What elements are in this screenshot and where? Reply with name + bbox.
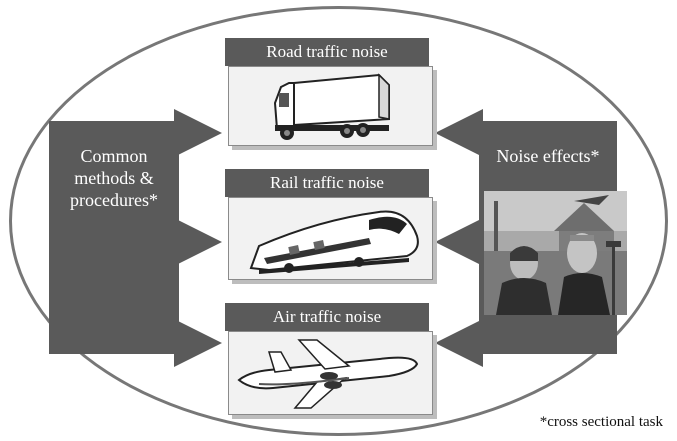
airplane-icon [237, 339, 419, 409]
common-methods-line-3: procedures* [70, 190, 158, 210]
common-methods-line-2: methods & [74, 168, 154, 188]
farm-couple-photo [484, 191, 627, 315]
air-traffic-title: Air traffic noise [225, 303, 429, 331]
air-traffic-panel [228, 331, 433, 415]
road-traffic-card: Road traffic noise [225, 38, 440, 150]
train-icon [249, 210, 419, 274]
outer-ellipse [9, 6, 668, 436]
common-methods-line-1: Common [80, 146, 148, 166]
road-traffic-panel [228, 66, 433, 146]
truck-icon [273, 73, 390, 140]
footnote: *cross sectional task [539, 414, 663, 430]
air-traffic-card: Air traffic noise [225, 303, 440, 419]
rail-traffic-card: Rail traffic noise [225, 169, 440, 284]
common-methods-box: Common methods & procedures* [49, 121, 179, 354]
noise-effects-title: Noise effects* [496, 146, 600, 166]
road-traffic-title: Road traffic noise [225, 38, 429, 66]
rail-traffic-title: Rail traffic noise [225, 169, 429, 197]
rail-traffic-panel [228, 197, 433, 280]
